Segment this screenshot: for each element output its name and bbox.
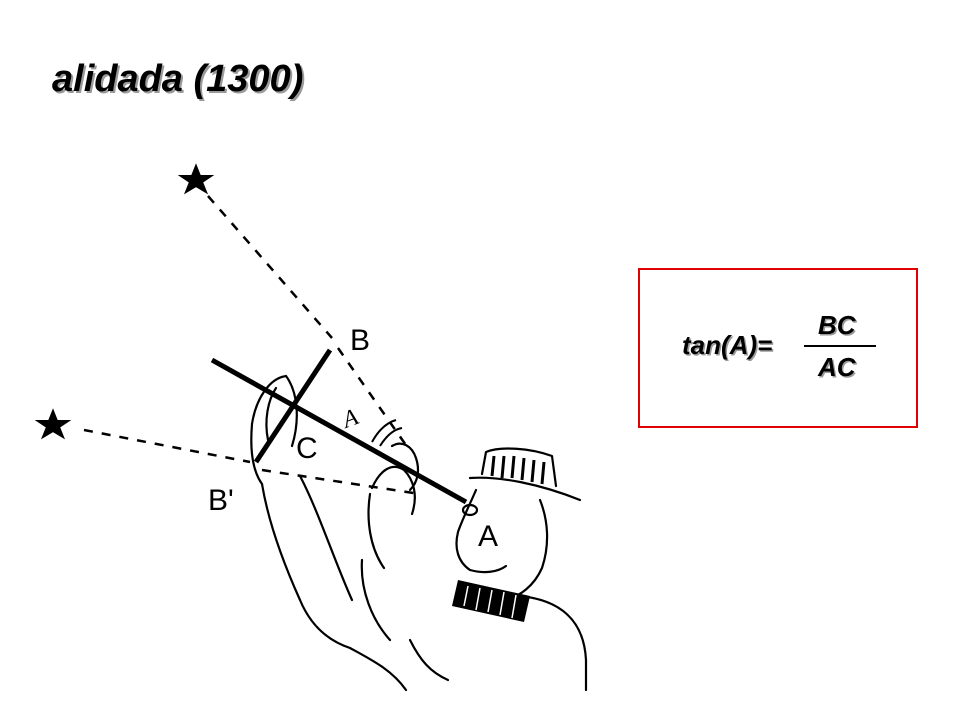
formula-denominator: AC [818, 352, 856, 382]
star-icon [34, 408, 72, 440]
star-icon [177, 163, 215, 195]
label-b-prime: B' [208, 484, 234, 517]
hat-band [490, 455, 546, 485]
label-a: A [478, 520, 498, 553]
alidade-rod [210, 357, 468, 505]
slide-title: alidada (1300) [52, 58, 304, 100]
formula-numerator: BC [818, 310, 856, 340]
formula-box: tan(A)= BC AC [638, 268, 918, 428]
observer-figure [250, 374, 588, 692]
fraction-bar [804, 345, 876, 347]
angle-arcs [371, 419, 403, 447]
label-b: B [350, 324, 370, 357]
label-c: C [296, 432, 318, 465]
formula-lhs: tan(A)= [682, 330, 773, 360]
sight-lines [83, 195, 421, 496]
crossbar-bb [253, 348, 333, 464]
collar [452, 580, 530, 622]
